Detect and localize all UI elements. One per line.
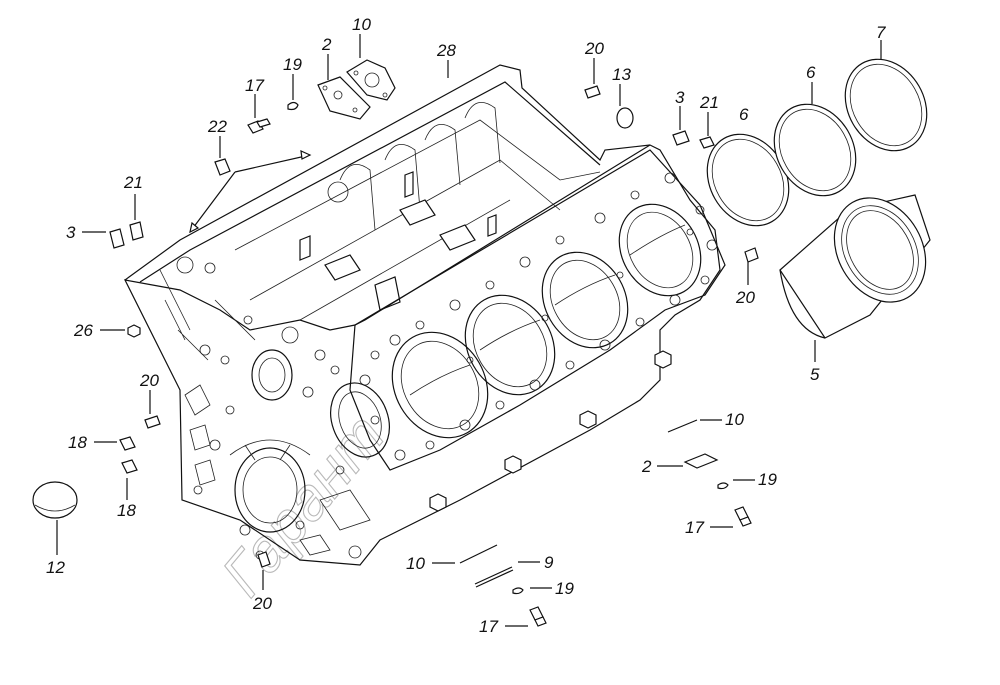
block-top-rail-inner [139, 81, 601, 283]
cylinder-bores [391, 203, 702, 439]
callout-17-top: 17 [245, 76, 264, 95]
callout-28: 28 [436, 41, 456, 60]
callout-12: 12 [46, 558, 65, 577]
lock-washer-19-right [717, 482, 729, 490]
gasket-top [346, 59, 396, 101]
parts [32, 58, 931, 627]
gasket-10-bottom [459, 544, 498, 564]
plug-18-lower [121, 459, 138, 474]
callout-26: 26 [73, 321, 93, 340]
sleeve-21-left [129, 221, 144, 241]
cover-plate-top [317, 76, 371, 120]
callout-20-top: 20 [584, 39, 604, 58]
seal-ring-7 [844, 58, 928, 152]
lock-washer-top [287, 101, 299, 111]
bushing-3-right [672, 130, 690, 146]
cap-12 [32, 481, 78, 519]
callout-7: 7 [876, 23, 886, 42]
callout-6-inner: 6 [739, 105, 749, 124]
seal-ring-6-outer [773, 103, 857, 197]
callout-19-top: 19 [283, 55, 302, 74]
arrow-head-1 [300, 150, 312, 160]
cylinder-liner-5 [779, 194, 931, 339]
valley-boss [327, 181, 349, 203]
cylinder-block [123, 64, 726, 566]
callout-3-right: 3 [675, 88, 685, 107]
bolt-17-right [734, 506, 752, 527]
callout-2-top: 2 [321, 35, 332, 54]
callout-6-outer: 6 [806, 63, 816, 82]
deck-plate [349, 149, 726, 471]
callout-2-right: 2 [641, 457, 652, 476]
callout-20-bottom: 20 [252, 594, 272, 613]
tappet-bosses [299, 171, 497, 311]
callout-18-upper: 18 [68, 433, 87, 452]
front-bore-right [330, 382, 390, 458]
nut-26 [127, 324, 141, 338]
callout-10-top: 10 [352, 15, 371, 34]
callout-10-right: 10 [725, 410, 744, 429]
crank-seal-bore [234, 447, 306, 533]
locator-arrows [189, 154, 311, 233]
callout-20-right: 20 [735, 288, 755, 307]
arrow-head-2 [189, 221, 200, 234]
lock-washer-19-bottom [512, 587, 524, 595]
side-bolt-heads [429, 350, 672, 512]
callout-19-bottom: 19 [555, 579, 574, 598]
callout-13: 13 [612, 65, 631, 84]
bolt-top [247, 118, 271, 134]
callout-5: 5 [810, 365, 820, 384]
plug-18-upper [119, 436, 136, 451]
callout-17-right: 17 [685, 518, 704, 537]
callout-3-left: 3 [66, 223, 76, 242]
callout-21-right: 21 [699, 93, 719, 112]
callout-9: 9 [544, 553, 554, 572]
front-end-face [159, 256, 390, 560]
bushing-3-left [109, 228, 125, 249]
callout-10-bottom: 10 [406, 554, 425, 573]
dowel-pin-20-left [144, 415, 161, 429]
block-front-face [123, 144, 721, 566]
callout-18-lower: 18 [117, 501, 136, 520]
block-top-rail [124, 64, 651, 281]
valley-webs [339, 101, 501, 231]
cover-plate-2-right [683, 453, 719, 469]
bolt-17-bottom [529, 606, 547, 627]
plug-13 [616, 107, 634, 129]
dowel-pin-20-right [744, 247, 759, 263]
gasket-10-right [667, 419, 698, 433]
deck-holes [359, 172, 718, 461]
callout-17-bottom: 17 [479, 617, 498, 636]
callout-19-right: 19 [758, 470, 777, 489]
pin-9 [474, 566, 514, 588]
callout-22: 22 [207, 117, 227, 136]
callout-21-left: 21 [123, 173, 143, 192]
sleeve-21-right [699, 136, 715, 149]
dowel-pin-20-bottom [257, 551, 271, 568]
dowel-pin-20-top [584, 85, 601, 99]
callout-20-left: 20 [139, 371, 159, 390]
plug-22 [214, 158, 231, 176]
callout-labels: 10 2 28 20 13 3 21 6 6 7 19 17 22 [46, 15, 886, 636]
front-bore-upper [251, 349, 293, 401]
